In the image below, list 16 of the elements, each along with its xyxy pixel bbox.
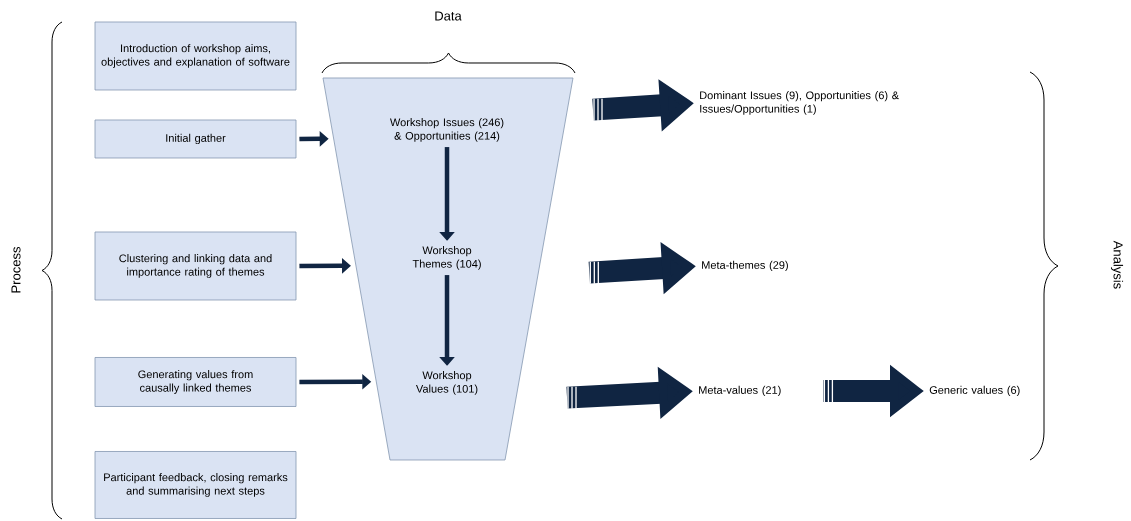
group-label: Analysis [1110, 240, 1124, 289]
process-box: Introduction of workshop aims, objectives and explanation of software [94, 21, 297, 91]
funnel-shape [322, 77, 574, 461]
result-label: Dominant Issues (9), Opportunities (6) & Issues/Opportunities (1) [700, 91, 899, 115]
stage-label: Workshop Issues (246) & Opportunities (214) [390, 118, 504, 142]
process-box: Initial gather [94, 119, 297, 159]
stage-label: Workshop Themes (104) [412, 246, 481, 270]
result-label: Generic values (6) [929, 385, 1020, 397]
stage-label: Workshop Values (101) [416, 371, 478, 395]
group-label: Process [11, 247, 21, 293]
process-box: Generating values from causally linked themes [94, 357, 297, 407]
result-label: Meta-themes (29) [702, 260, 788, 272]
result-label: Meta-values (21) [699, 385, 781, 397]
process-box: Participant feedback, closing remarks and summarising next steps [94, 451, 297, 519]
process-box: Clustering and linking data and importance rating of themes [94, 231, 297, 301]
group-label: Data [435, 11, 462, 21]
